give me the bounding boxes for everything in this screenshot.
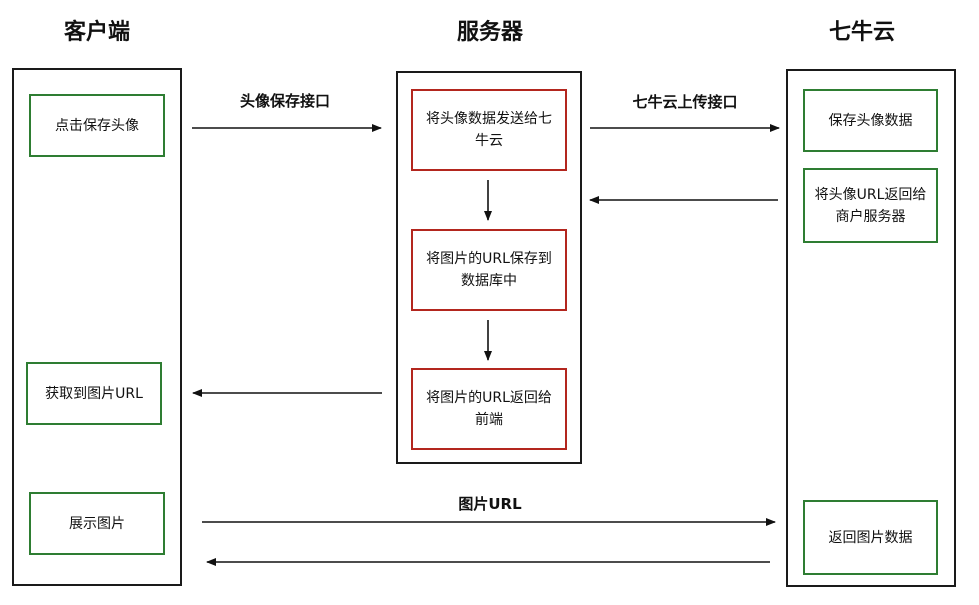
client-column-title: 客户端: [63, 20, 130, 45]
qiniu-column-title: 七牛云: [828, 20, 895, 45]
client-click-save-box: 点击保存头像: [29, 94, 165, 157]
qiniu-save-avatar-text: 保存头像数据: [828, 112, 913, 129]
server-return-url-frontend-text: 将图片的URL返回给前端: [426, 390, 552, 428]
client-show-image-box: 展示图片: [29, 492, 165, 555]
qiniu-upload-api-label: 七牛云上传接口: [632, 93, 738, 111]
server-send-to-qiniu-text: 将头像数据发送给七牛云: [426, 111, 552, 149]
server-column-title: 服务器: [456, 20, 523, 45]
qiniu-return-url-merchant-box: 将头像URL返回给商户服务器: [803, 168, 938, 243]
server-save-url-db-box: 将图片的URL保存到数据库中: [411, 229, 567, 311]
qiniu-return-image-box: 返回图片数据: [803, 500, 938, 575]
server-save-url-db-text: 将图片的URL保存到数据库中: [426, 251, 552, 289]
avatar-save-api-label: 头像保存接口: [239, 92, 330, 110]
client-get-url-box: 获取到图片URL: [26, 362, 162, 425]
server-return-url-frontend-box: 将图片的URL返回给前端: [411, 368, 567, 450]
client-get-url-text: 获取到图片URL: [45, 385, 143, 402]
server-send-to-qiniu-box: 将头像数据发送给七牛云: [411, 89, 567, 171]
qiniu-save-avatar-box: 保存头像数据: [803, 89, 938, 152]
image-url-label: 图片URL: [458, 495, 522, 513]
client-click-save-text: 点击保存头像: [55, 117, 139, 134]
qiniu-return-image-text: 返回图片数据: [828, 529, 913, 546]
client-show-image-text: 展示图片: [69, 515, 125, 532]
qiniu-return-url-merchant-text: 将头像URL返回给商户服务器: [814, 186, 927, 225]
